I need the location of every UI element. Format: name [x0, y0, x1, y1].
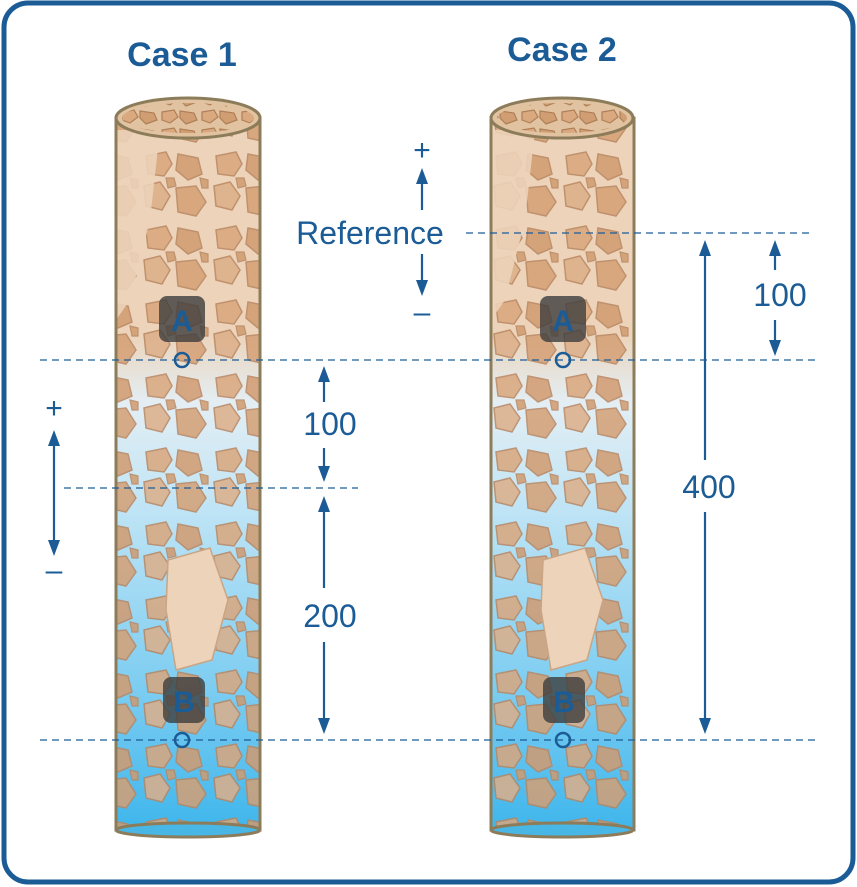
case-2-minus-sign: – — [414, 296, 431, 329]
svg-text:B: B — [173, 686, 195, 719]
case-2-title: Case 2 — [507, 31, 617, 69]
svg-text:A: A — [552, 305, 574, 338]
case-2-long-dimension-arrow — [699, 240, 711, 734]
case-1-plus-sign: + — [45, 392, 63, 425]
case-1-upper-dimension: 100 — [303, 406, 356, 442]
case-1-minus-sign: – — [46, 554, 63, 587]
svg-text:B: B — [553, 686, 575, 719]
case-1-title: Case 1 — [127, 36, 237, 74]
case-1-sign-arrow — [48, 430, 60, 556]
case-2-sign-arrow — [416, 168, 428, 296]
case-1-lower-dimension: 200 — [303, 598, 356, 634]
reference-label: Reference — [296, 215, 444, 251]
point-a-marker-case-2: A — [540, 296, 586, 369]
case-1-upper-dimension-arrow — [318, 366, 330, 482]
case-2-long-dimension: 400 — [682, 469, 735, 505]
point-a-marker-case-1: A — [159, 296, 205, 369]
soil-column-case-2 — [489, 96, 636, 839]
case-1-lower-dimension-arrow — [318, 496, 330, 734]
case-2-short-dimension-arrow — [769, 240, 781, 356]
svg-text:A: A — [171, 305, 193, 338]
soil-column-case-1 — [114, 96, 262, 839]
point-b-marker-case-2: B — [543, 677, 585, 749]
point-b-marker-case-1: B — [163, 677, 205, 749]
case-2-short-dimension: 100 — [753, 277, 806, 313]
case-2-plus-sign: + — [413, 134, 431, 167]
